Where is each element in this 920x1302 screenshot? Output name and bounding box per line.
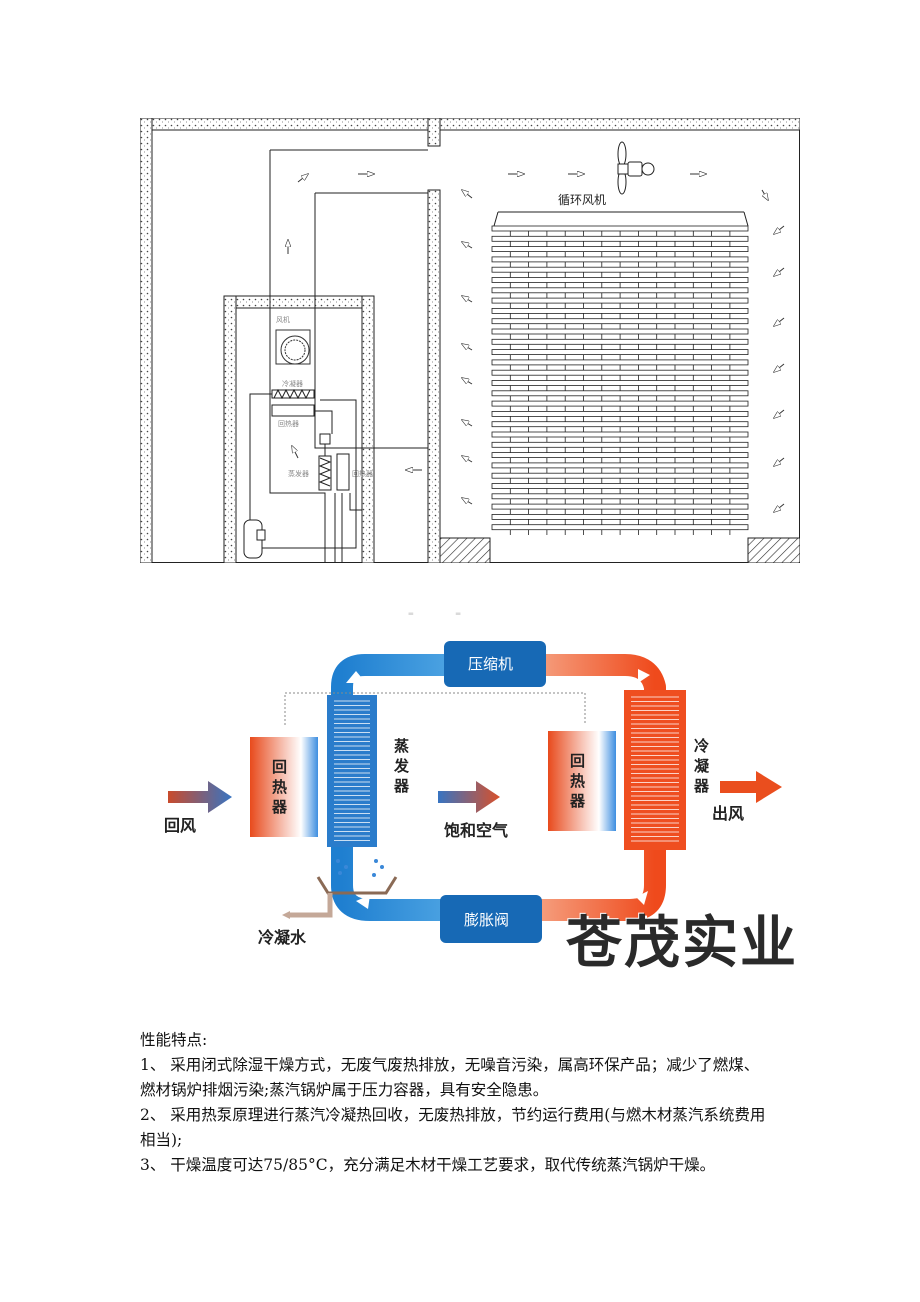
features-heading: 性能特点: — [140, 1031, 208, 1049]
compressor-label: 压缩机 — [468, 655, 513, 673]
timber-board — [491, 307, 749, 314]
side-arrows-left — [462, 242, 473, 505]
airflow-arrows — [288, 174, 768, 470]
saturated-air-label: 饱和空气 — [444, 821, 509, 840]
outlet-air-arrow — [720, 771, 782, 803]
air-duct — [269, 149, 428, 563]
refrigerant-pipes — [249, 393, 357, 549]
condenser-label: 冷凝器 — [282, 379, 303, 388]
timber-board — [491, 349, 749, 356]
heat-pump-cycle-diagram: 压缩机 膨胀阀 — [150, 615, 790, 965]
timber-board — [491, 266, 749, 273]
timber-board — [491, 297, 749, 304]
loop-direction-arrows — [346, 669, 650, 909]
timber-board — [491, 431, 749, 438]
timber-board — [491, 493, 749, 500]
reheater-right-label: 回热器 — [352, 469, 373, 478]
reheater-right — [548, 731, 616, 831]
fan-icon — [275, 329, 311, 365]
timber-board — [491, 472, 749, 479]
feature-1-line-2: 燃材锅炉排烟污染;蒸汽锅炉属于压力容器，具有安全隐患。 — [140, 1081, 549, 1099]
compressor-box — [444, 641, 546, 687]
fan-label: 风机 — [276, 315, 290, 324]
condensate-label: 冷凝水 — [258, 928, 307, 947]
timber-board — [491, 462, 749, 469]
condensate-tray — [282, 859, 398, 919]
reheater-left — [250, 737, 318, 837]
timber-board — [491, 400, 749, 407]
timber-board — [491, 318, 749, 325]
timber-board — [491, 369, 749, 376]
timber-board — [491, 452, 749, 459]
timber-board — [491, 277, 749, 283]
timber-board — [491, 328, 749, 335]
reheater-box — [271, 404, 315, 417]
expansion-valve-label: 膨胀阀 — [464, 911, 509, 929]
timber-board — [491, 246, 749, 253]
saturated-air-arrow — [438, 781, 500, 813]
reheater-right-label: 回热器 — [570, 752, 586, 810]
outlet-air-label: 出风 — [712, 804, 745, 823]
condenser-label: 冷凝器 — [694, 737, 710, 795]
feature-3-line-1: 3、 干燥温度可达75/85°C，充分满足木材干燥工艺要求，取代传统蒸汽锅炉干燥… — [140, 1156, 716, 1174]
feature-2-line-2: 相当); — [140, 1131, 183, 1149]
timber-stack — [491, 225, 749, 535]
evaporator-label: 蒸发器 — [288, 469, 309, 478]
circulation-fan-icon — [617, 141, 655, 195]
company-stamp: 苍茂实业 — [566, 910, 798, 976]
timber-board — [491, 524, 749, 531]
reheater-side-box — [336, 453, 350, 491]
timber-board — [491, 421, 749, 428]
evaporator-unit — [327, 695, 377, 847]
concrete-walls — [140, 118, 800, 563]
valve-icon — [319, 433, 331, 445]
timber-board — [491, 390, 749, 397]
timber-board — [491, 441, 749, 448]
condenser-coil-icon — [271, 388, 315, 400]
compressor-icon — [243, 519, 266, 559]
dotted-connector — [284, 692, 586, 725]
timber-board — [491, 256, 749, 263]
feature-1-line-1: 1、 采用闭式除湿干燥方式，无废气废热排放，无噪音污染，属高环保产品；减少了燃煤… — [140, 1056, 760, 1074]
reheater-left-label: 回热器 — [272, 758, 288, 816]
timber-board — [491, 483, 749, 489]
floor-block-left — [439, 537, 491, 563]
return-air-label: 回风 — [164, 816, 197, 835]
timber-board — [491, 338, 749, 345]
side-arrows-right — [774, 225, 785, 512]
return-air-arrow — [168, 781, 232, 813]
condenser-unit — [624, 690, 686, 850]
expansion-valve-box — [440, 895, 542, 943]
evaporator-coil-icon — [318, 455, 332, 491]
timber-board — [491, 503, 749, 510]
floor-block-right — [747, 537, 800, 563]
timber-board — [491, 359, 749, 366]
evaporator-label: 蒸发器 — [394, 737, 410, 795]
timber-board — [491, 380, 749, 386]
feature-2-line-1: 2、 采用热泵原理进行蒸汽冷凝热回收，无废热排放，节约运行费用(与燃木材蒸汽系统… — [140, 1106, 766, 1124]
timber-board — [491, 287, 749, 294]
timber-board — [491, 410, 749, 417]
circulation-fan-label: 循环风机 — [558, 193, 606, 207]
reheater-top-label: 回热器 — [278, 419, 299, 428]
timber-board — [491, 225, 749, 232]
kiln-layout-diagram: 循环风机 风机 冷凝器 回热器 蒸发器 回热器 — [140, 118, 800, 563]
timber-board — [491, 235, 749, 242]
timber-board — [491, 513, 749, 520]
